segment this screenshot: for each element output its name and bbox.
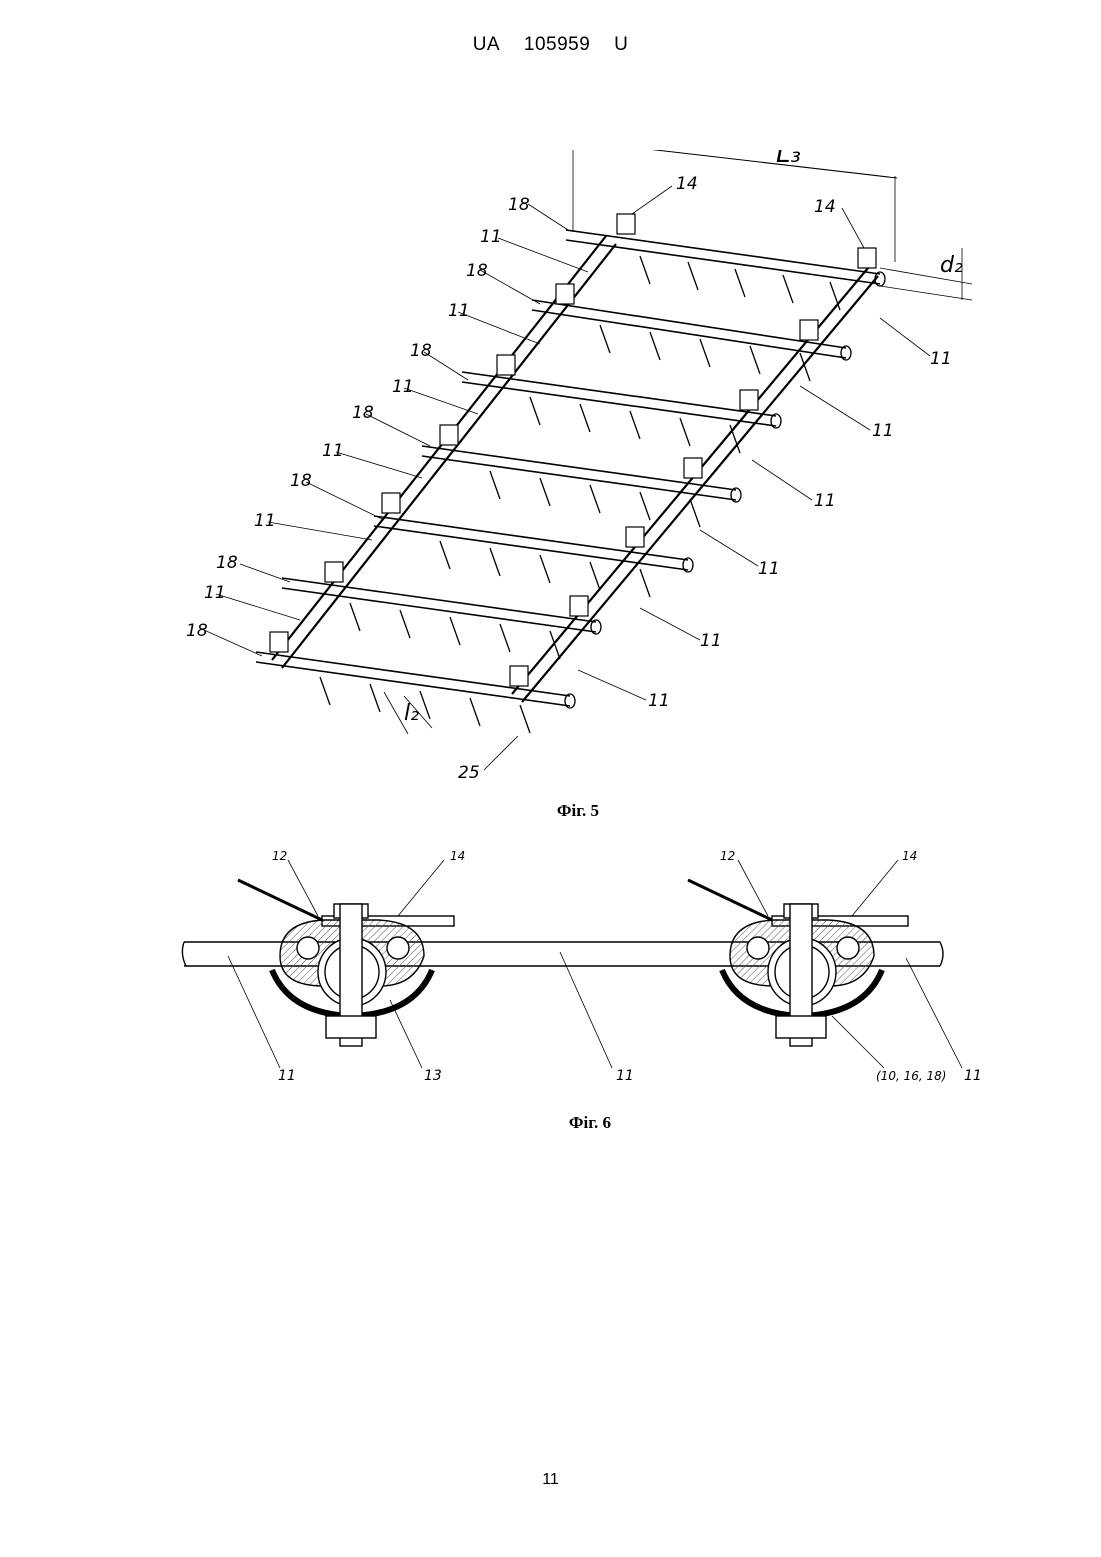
label-12-right: 12 bbox=[720, 849, 735, 863]
figure-6-caption: Фіг. 6 bbox=[490, 1113, 690, 1133]
figure-5-caption: Фіг. 5 bbox=[478, 801, 678, 821]
label-18-b: 18 bbox=[466, 261, 488, 281]
label-11-e: 11 bbox=[254, 511, 276, 531]
label-18-f: 18 bbox=[216, 553, 238, 573]
label-11-left: 11 bbox=[278, 1068, 296, 1084]
label-l3: L₃ bbox=[776, 150, 801, 169]
label-12-left: 12 bbox=[272, 849, 287, 863]
label-11-r4: 11 bbox=[758, 559, 780, 579]
label-18-c: 18 bbox=[410, 341, 432, 361]
cross-bar-row-3 bbox=[462, 372, 781, 453]
figure-6-drawing: 12 14 12 14 11 13 11 (10, 16, 18) 11 bbox=[170, 845, 990, 1105]
label-18-a: 18 bbox=[508, 195, 530, 215]
label-13: 13 bbox=[424, 1068, 442, 1084]
patent-number: 105959 bbox=[524, 34, 590, 55]
figure-5-drawing: L₃ d₂ l₂ 14 14 18 11 18 11 18 11 18 11 1… bbox=[170, 150, 990, 790]
label-11-c: 11 bbox=[392, 377, 414, 397]
joint-left bbox=[238, 880, 454, 1046]
label-10-16-18: (10, 16, 18) bbox=[876, 1069, 946, 1083]
label-11-b: 11 bbox=[448, 301, 470, 321]
label-11-f: 11 bbox=[204, 583, 226, 603]
label-14-right: 14 bbox=[902, 849, 917, 863]
cross-bar-row-6 bbox=[282, 578, 601, 659]
label-l2: l₂ bbox=[404, 701, 419, 726]
label-11-r1: 11 bbox=[930, 349, 952, 369]
cross-bar-row-1 bbox=[566, 230, 885, 310]
label-d2: d₂ bbox=[940, 253, 963, 278]
label-18-e: 18 bbox=[290, 471, 312, 491]
document-header: UA 105959 U bbox=[0, 34, 1101, 56]
label-18-d: 18 bbox=[352, 403, 374, 423]
label-11-d: 11 bbox=[322, 441, 344, 461]
label-11-right: 11 bbox=[964, 1068, 982, 1084]
label-14-left: 14 bbox=[450, 849, 465, 863]
cross-bar-row-5 bbox=[374, 516, 693, 597]
label-11-r5: 11 bbox=[700, 631, 722, 651]
joint-right bbox=[688, 880, 908, 1046]
label-14-b: 14 bbox=[814, 197, 836, 217]
label-25: 25 bbox=[458, 763, 480, 783]
label-11-r6: 11 bbox=[648, 691, 670, 711]
office-code: UA bbox=[473, 34, 500, 55]
document-kind: U bbox=[614, 34, 628, 55]
page-number: 11 bbox=[0, 1471, 1101, 1489]
label-11-mid: 11 bbox=[616, 1068, 634, 1084]
label-11-r3: 11 bbox=[814, 491, 836, 511]
label-18-g: 18 bbox=[186, 621, 208, 641]
label-11-r2: 11 bbox=[872, 421, 894, 441]
label-14-a: 14 bbox=[676, 174, 698, 194]
label-11-a: 11 bbox=[480, 227, 502, 247]
